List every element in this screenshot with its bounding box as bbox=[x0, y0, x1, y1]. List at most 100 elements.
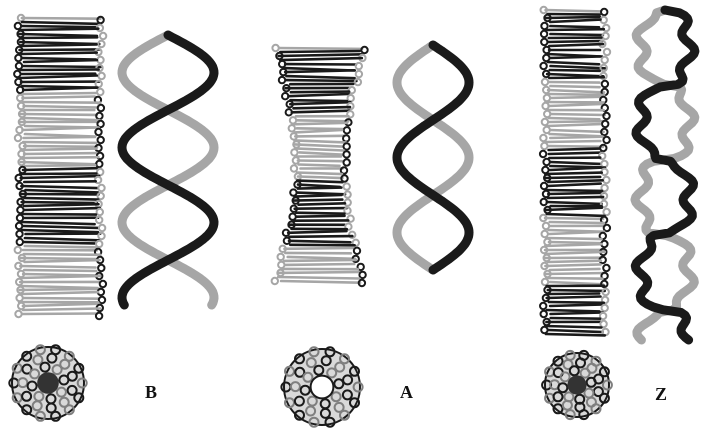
sugar-ring bbox=[98, 137, 104, 143]
sugar-ring bbox=[16, 175, 22, 181]
base-pair bbox=[546, 334, 605, 335]
base-pair bbox=[290, 102, 350, 104]
base-pair bbox=[23, 102, 100, 103]
sugar-ring bbox=[16, 63, 22, 69]
sugar-ring bbox=[544, 95, 550, 101]
base-pair bbox=[549, 153, 602, 154]
base-pair bbox=[21, 286, 98, 288]
sugar-ring bbox=[540, 303, 546, 309]
base-pair bbox=[294, 107, 351, 108]
sugar-ring bbox=[98, 233, 104, 239]
base-pair bbox=[280, 51, 359, 52]
sugar-ring bbox=[96, 217, 102, 223]
base-pair bbox=[549, 302, 604, 303]
base-pair bbox=[284, 260, 356, 261]
sugar-ring bbox=[278, 262, 284, 268]
sugar-ring bbox=[359, 272, 365, 278]
base-pair bbox=[297, 173, 342, 175]
base-pair bbox=[24, 270, 96, 271]
base-pair bbox=[545, 326, 601, 328]
sugar-ring bbox=[96, 313, 102, 319]
sugar-ring bbox=[544, 239, 550, 245]
base-pair bbox=[547, 184, 600, 186]
sugar-ring bbox=[17, 87, 23, 93]
sugar-ring bbox=[542, 103, 548, 109]
b-dna-ribbon-helix bbox=[122, 35, 214, 305]
z-dna-ribbon-helix bbox=[635, 10, 695, 340]
sugar-ring bbox=[541, 183, 547, 189]
base-pair bbox=[551, 130, 604, 132]
sugar-ring bbox=[18, 151, 24, 157]
sugar-ring bbox=[344, 191, 350, 197]
sugar-ring bbox=[542, 119, 548, 125]
sugar-ring bbox=[17, 215, 23, 221]
label-a-form: A bbox=[400, 382, 413, 403]
base-pair bbox=[548, 193, 604, 194]
sugar-ring bbox=[604, 49, 610, 55]
sugar-ring bbox=[603, 113, 609, 119]
base-pair bbox=[549, 146, 603, 147]
sugar-ring bbox=[344, 159, 350, 165]
base-pair bbox=[299, 165, 340, 166]
base-pair bbox=[22, 202, 97, 203]
sugar-ring bbox=[19, 143, 25, 149]
sugar-ring bbox=[100, 281, 106, 287]
sugar-ring bbox=[96, 81, 102, 87]
base-pair bbox=[550, 86, 599, 87]
sugar-ring bbox=[543, 191, 549, 197]
base-pair bbox=[545, 273, 605, 274]
base-pair bbox=[25, 190, 97, 192]
base-pair bbox=[545, 252, 605, 254]
sugar-ring bbox=[542, 167, 548, 173]
base-pair bbox=[286, 80, 356, 81]
base-pair bbox=[22, 230, 98, 232]
sugar-ring bbox=[97, 89, 103, 95]
base-pair bbox=[549, 44, 603, 46]
sugar-ring bbox=[354, 248, 360, 254]
base-pair bbox=[21, 114, 97, 115]
base-pair bbox=[23, 226, 98, 228]
sugar-ring bbox=[359, 280, 365, 286]
sugar-ring bbox=[98, 193, 104, 199]
base-pair bbox=[297, 120, 348, 121]
sugar-ring bbox=[291, 149, 297, 155]
base-pair bbox=[20, 174, 96, 175]
base-pair bbox=[23, 168, 97, 170]
base-pair bbox=[288, 231, 346, 233]
base-pair bbox=[295, 130, 343, 133]
base-pair bbox=[20, 289, 101, 290]
sugar-ring bbox=[602, 81, 608, 87]
sugar-ring bbox=[15, 311, 21, 317]
sugar-ring bbox=[15, 247, 21, 253]
sugar-ring bbox=[97, 17, 103, 23]
base-pair bbox=[23, 142, 96, 143]
sugar-ring bbox=[98, 265, 104, 271]
base-pair bbox=[551, 114, 605, 115]
sugar-ring bbox=[99, 225, 105, 231]
sugar-ring bbox=[16, 295, 22, 301]
base-pair bbox=[548, 90, 604, 92]
base-pair bbox=[281, 281, 360, 283]
sugar-ring bbox=[14, 71, 20, 77]
sugar-ring bbox=[284, 238, 290, 244]
base-pair bbox=[549, 330, 603, 332]
base-pair bbox=[24, 137, 95, 138]
base-pair bbox=[548, 124, 601, 126]
base-pair bbox=[21, 186, 97, 188]
base-pair bbox=[300, 152, 343, 154]
sugar-ring bbox=[98, 41, 104, 47]
sugar-ring bbox=[15, 135, 21, 141]
sugar-ring bbox=[18, 103, 24, 109]
sugar-ring bbox=[282, 93, 288, 99]
sugar-ring bbox=[344, 127, 350, 133]
base-pair bbox=[548, 14, 600, 15]
base-pair bbox=[547, 214, 605, 216]
central-core bbox=[37, 372, 59, 394]
sugar-ring bbox=[341, 175, 347, 181]
sugar-ring bbox=[543, 223, 549, 229]
base-pair bbox=[550, 282, 603, 284]
base-pair bbox=[291, 92, 349, 93]
sugar-ring bbox=[355, 79, 361, 85]
sugar-ring bbox=[543, 159, 549, 165]
sugar-ring bbox=[541, 327, 547, 333]
